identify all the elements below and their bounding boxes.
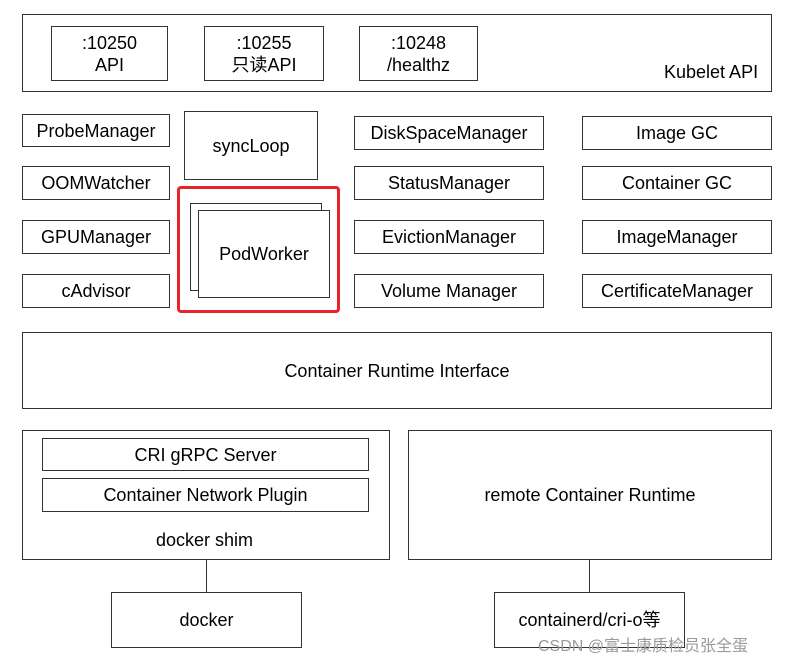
disk-space-manager-box: DiskSpaceManager — [354, 116, 544, 150]
oom-watcher-box: OOMWatcher — [22, 166, 170, 200]
container-network-plugin-box: Container Network Plugin — [42, 478, 369, 512]
containerd-box: containerd/cri-o等 — [494, 592, 685, 648]
image-gc-box: Image GC — [582, 116, 772, 150]
status-manager-box: StatusManager — [354, 166, 544, 200]
pod-worker-highlight — [177, 186, 340, 313]
port-10250-number: :10250 — [81, 32, 138, 53]
port-10255-desc: 只读API — [231, 54, 297, 75]
docker-shim-connector — [206, 560, 207, 592]
gpu-manager-box: GPUManager — [22, 220, 170, 254]
probe-manager-box: ProbeManager — [22, 114, 170, 147]
volume-manager-box: Volume Manager — [354, 274, 544, 308]
cadvisor-box: cAdvisor — [22, 274, 170, 308]
docker-box: docker — [111, 592, 302, 648]
eviction-manager-box: EvictionManager — [354, 220, 544, 254]
docker-shim-label: docker shim — [156, 530, 254, 550]
cri-box: Container Runtime Interface — [22, 332, 772, 409]
cri-grpc-server-box: CRI gRPC Server — [42, 438, 369, 471]
container-gc-box: Container GC — [582, 166, 772, 200]
kubelet-api-label: Kubelet API — [664, 62, 759, 82]
port-10255-box: :10255 只读API — [204, 26, 324, 81]
port-10250-box: :10250 API — [51, 26, 168, 81]
remote-runtime-connector — [589, 560, 590, 592]
remote-container-runtime-box: remote Container Runtime — [408, 430, 772, 560]
image-manager-box: ImageManager — [582, 220, 772, 254]
port-10248-desc: /healthz — [386, 54, 451, 75]
port-10255-number: :10255 — [236, 32, 292, 53]
sync-loop-box: syncLoop — [184, 111, 318, 180]
port-10248-box: :10248 /healthz — [359, 26, 478, 81]
pod-worker-box: PodWorker — [198, 210, 330, 298]
certificate-manager-box: CertificateManager — [582, 274, 772, 308]
port-10250-desc: API — [94, 54, 124, 75]
csdn-watermark: CSDN @富士康质检员张全蛋 — [538, 638, 749, 655]
port-10248-number: :10248 — [390, 32, 447, 53]
